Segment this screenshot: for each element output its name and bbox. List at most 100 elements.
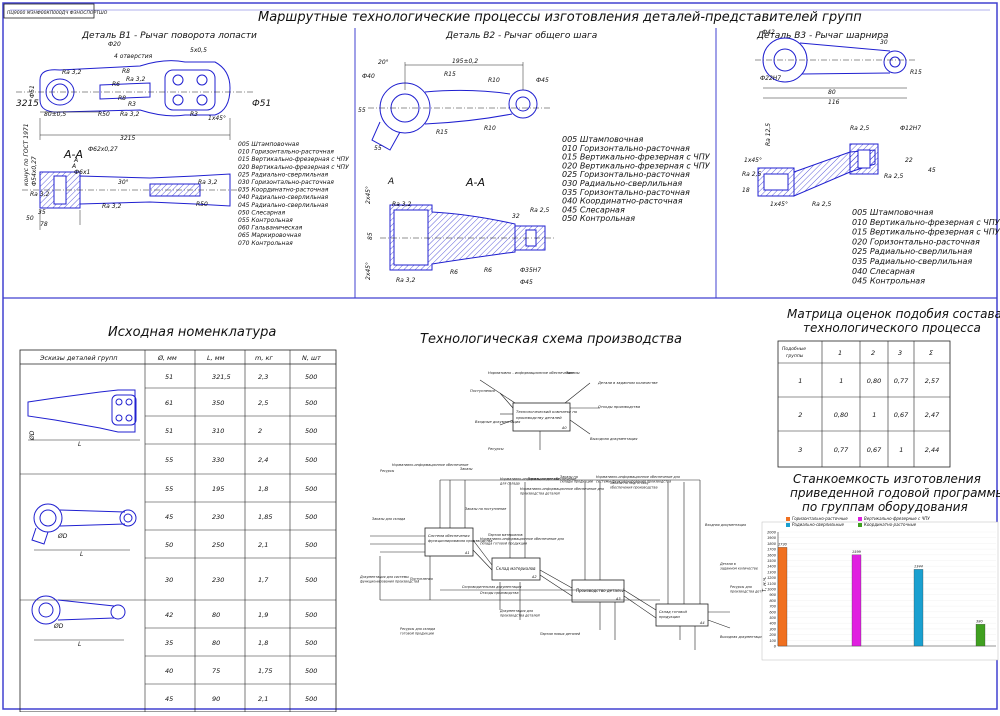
bar-label-4: 380 bbox=[976, 619, 983, 623]
bar-label-3: 1344 bbox=[914, 564, 923, 568]
b2-op-1: 005 Штамповочная bbox=[562, 135, 644, 144]
b2-dim-r10: R10 bbox=[488, 77, 500, 84]
matrix-header-2: 2 bbox=[871, 349, 875, 357]
b3-dim-ra2: Ra 12,5 bbox=[765, 123, 772, 146]
b3-dim-f42: Ф42 bbox=[762, 29, 775, 36]
matrix-cell: 2 bbox=[798, 411, 802, 419]
scheme-label-11: Заказы для склада bbox=[372, 517, 405, 521]
sketch2-d: ØD bbox=[57, 533, 68, 540]
b3-op-8: 045 Контрольная bbox=[852, 277, 925, 286]
scheme-label-15: Документация для системы bbox=[359, 575, 409, 579]
nom-cell: 500 bbox=[305, 576, 317, 584]
nom-cell: 500 bbox=[305, 456, 317, 464]
scheme-label-20: Ресурсы для bbox=[730, 585, 752, 589]
legend-label-4: Координатно-расточные bbox=[864, 522, 917, 527]
y-tick-label: 200 bbox=[769, 633, 776, 637]
b2-dim-r15: R15 bbox=[444, 71, 456, 78]
b3-dim-116: 116 bbox=[828, 99, 840, 106]
bar-4 bbox=[975, 624, 986, 647]
nom-cell: 195 bbox=[212, 485, 224, 493]
nom-cell: 45 bbox=[165, 695, 173, 703]
matrix-header-0: Подобные bbox=[782, 346, 806, 352]
b1-dim-cone: А bbox=[71, 163, 76, 170]
b3-side-view bbox=[757, 143, 879, 197]
stamp-box bbox=[3, 3, 95, 19]
nom-cell: 500 bbox=[305, 513, 317, 521]
nom-cell: 500 bbox=[305, 541, 317, 549]
bar-label-2: 1599 bbox=[852, 550, 862, 554]
b1-dim-r8a: R8 bbox=[122, 68, 130, 75]
scheme-label-16: Поступления bbox=[410, 577, 433, 581]
nom-cell: 500 bbox=[305, 639, 317, 647]
b3-dim-ra5: Ra 2,5 bbox=[884, 173, 903, 180]
legend-swatch-1 bbox=[786, 517, 790, 521]
nom-cell: 55 bbox=[165, 456, 173, 464]
scheme-label-13b: склада готовой продукции bbox=[480, 542, 528, 546]
b3-op-5: 025 Радиально-сверлильная bbox=[852, 247, 972, 256]
b2-op-9: 045 Слесарная bbox=[562, 205, 625, 214]
y-tick-label: 2000 bbox=[767, 531, 777, 535]
legend-label-1: Горизонтально-расточные bbox=[792, 516, 848, 521]
stamp-text: ПЦ9000 МЗНФ00КП000ДЧ ФЗНОСПОРТШО bbox=[7, 10, 108, 16]
y-tick-label: 700 bbox=[769, 605, 776, 609]
matrix-cell: 0,67 bbox=[894, 411, 909, 419]
scheme-label-4: Нормативно-информационное обеспечение bbox=[500, 477, 576, 481]
b3-dim-r15: R15 bbox=[910, 69, 922, 76]
scheme-box-id-3: A3 bbox=[615, 597, 621, 601]
nom-cell: 500 bbox=[305, 399, 317, 407]
b2-op-8: 040 Координатно-расточная bbox=[562, 197, 683, 206]
scheme-label-2: Заказы bbox=[460, 467, 473, 471]
b3-op-4: 020 Горизонтально-расточная bbox=[852, 237, 980, 246]
nom-cell: 2 bbox=[258, 427, 262, 435]
y-tick-label: 300 bbox=[769, 627, 776, 631]
y-tick-label: 1600 bbox=[767, 553, 777, 557]
matrix-cell: 1 bbox=[899, 446, 903, 454]
matrix-cell: 1 bbox=[839, 377, 843, 385]
b3-dim-ra3: Ra 2,5 bbox=[742, 171, 761, 178]
nom-cell: 500 bbox=[305, 485, 317, 493]
top-label-8: Выходная документация bbox=[590, 437, 638, 441]
scheme-label-21: Документация для bbox=[499, 609, 533, 613]
scheme-label-17: Сопроводительная документация bbox=[462, 585, 521, 589]
scheme-label-4b: для склада bbox=[499, 482, 520, 486]
b2-dim-chamfer1: 2х45° bbox=[365, 186, 372, 204]
b1-op-5: 025 Радиально-сверлильная bbox=[238, 171, 329, 178]
b2-section-mark: А bbox=[387, 177, 394, 187]
scheme-label-14: Входная документация bbox=[705, 523, 746, 527]
b1-op-4: 020 Вертикально-фрезерная с ЧПУ bbox=[238, 164, 349, 171]
b3-dim-f22: Ф22Н7 bbox=[760, 75, 781, 82]
nom-cell: 2,5 bbox=[258, 399, 268, 407]
scheme-title: Технологическая схема производства bbox=[420, 332, 682, 347]
scheme-label-1: Нормативно-информационное обеспечение bbox=[392, 463, 468, 467]
nom-cell: 42 bbox=[165, 611, 173, 619]
b2-dim-ra1: Ra 3,2 bbox=[392, 201, 411, 208]
b1-dim-ra5: Ra 3,2 bbox=[198, 179, 217, 186]
matrix-cell: 0,80 bbox=[867, 377, 881, 385]
b1-section-mark-right: Ф51 bbox=[252, 99, 271, 109]
scheme-label-18: Отходы производства bbox=[480, 591, 519, 595]
b1-op-13: 065 Маркировочная bbox=[238, 232, 301, 239]
scheme-label-23: Партии новых деталей bbox=[540, 632, 581, 636]
chart-area: 0100200300400500600700800900100011001200… bbox=[761, 516, 999, 661]
nom-cell: 330 bbox=[212, 456, 224, 464]
matrix-title-line1: Матрица оценок подобия состава bbox=[787, 307, 1000, 321]
nom-cell: 35 bbox=[165, 639, 173, 647]
b2-dim-r6a: R6 bbox=[450, 269, 458, 276]
b1-op-3: 015 Вертикально-фрезерная с ЧПУ bbox=[238, 156, 349, 163]
y-tick-label: 1500 bbox=[767, 559, 777, 563]
top-label-1: Нормативно - информационное обеспечение bbox=[488, 371, 574, 375]
b2-dim-r6b: R6 bbox=[484, 267, 492, 274]
scheme-label-20b: производства деталей bbox=[730, 590, 771, 594]
b2-dim-ra2: Ra 2,5 bbox=[530, 207, 549, 214]
matrix-cell: 1 bbox=[798, 377, 802, 385]
b2-dim-85: 85 bbox=[367, 232, 374, 240]
b1-dim-f54: конус по ГОСТ 1971 bbox=[23, 123, 30, 186]
b1-dim-78: 50 bbox=[26, 215, 34, 222]
b2-op-7: 035 Горизонтально-расточная bbox=[562, 188, 690, 197]
b1-dim-ra4: 30° bbox=[118, 179, 129, 186]
nom-cell: 55 bbox=[165, 485, 173, 493]
nom-cell: 500 bbox=[305, 611, 317, 619]
